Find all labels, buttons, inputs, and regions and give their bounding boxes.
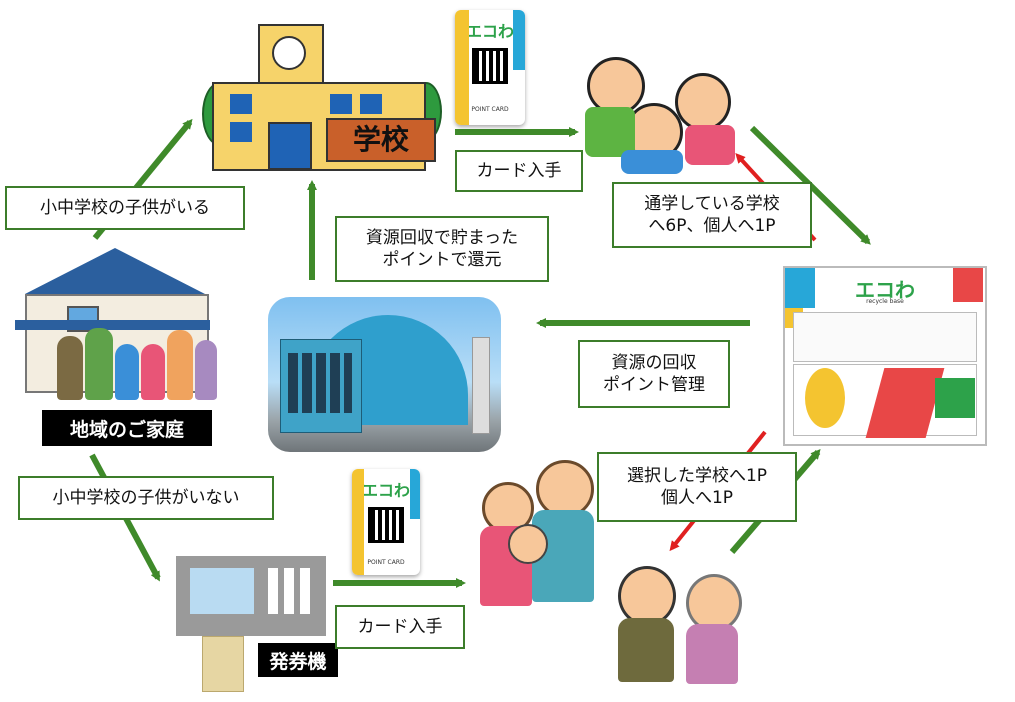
point-card-bottom: エコわ POINT CARD — [352, 469, 420, 575]
recycling-center-photo — [268, 297, 501, 452]
school-window — [330, 94, 352, 114]
school-points-text: 通学している学校 へ6P、個人へ1P — [644, 193, 780, 237]
ticket-slot — [202, 636, 244, 692]
elderly-illustration — [612, 560, 752, 700]
school-window — [360, 94, 382, 114]
return-points-text: 資源回収で貯まった ポイントで還元 — [366, 227, 518, 271]
label-school-points: 通学している学校 へ6P、個人へ1P — [612, 182, 812, 248]
machine-sub: recycle base — [855, 298, 915, 305]
school-illustration: 学校 — [200, 22, 440, 172]
school-sign: 学校 — [326, 118, 436, 162]
kids-illustration — [555, 45, 755, 175]
school-window — [230, 122, 252, 142]
label-resource-mgmt: 資源の回収 ポイント管理 — [578, 340, 730, 408]
building-windows — [288, 353, 352, 413]
label-no-kids: 小中学校の子供がいない — [18, 476, 274, 520]
school-window — [230, 94, 252, 114]
label-select-school: 選択した学校へ1P 個人へ1P — [597, 452, 797, 522]
house-eave — [15, 320, 210, 330]
family-member — [195, 340, 217, 400]
house-illustration — [15, 244, 210, 404]
point-card-top: エコわ POINT CARD — [455, 10, 525, 125]
label-card-get-bottom: カード入手 — [335, 605, 465, 649]
resource-mgmt-text: 資源の回収 ポイント管理 — [603, 352, 705, 396]
clock-icon — [272, 36, 306, 70]
select-school-text: 選択した学校へ1P 個人へ1P — [627, 465, 767, 509]
qr-code-icon — [368, 507, 404, 543]
keypad-icon — [268, 568, 312, 614]
grandpa-body — [618, 618, 674, 682]
kid-body — [621, 150, 683, 174]
family-member — [85, 328, 113, 400]
family-member — [57, 336, 83, 400]
house-roof — [25, 248, 205, 294]
baby-face — [508, 524, 548, 564]
sign-pole — [472, 337, 490, 434]
family-member — [167, 330, 193, 400]
school-door — [268, 122, 312, 170]
family-member — [115, 344, 139, 400]
kid-body — [685, 125, 735, 165]
kid-face — [675, 73, 731, 131]
collection-machine: エコわ recycle base — [783, 266, 987, 446]
label-home: 地域のご家庭 — [42, 410, 212, 446]
young-family-illustration — [470, 458, 610, 608]
grandpa-face — [618, 566, 676, 626]
family-member — [141, 344, 165, 400]
label-has-kids: 小中学校の子供がいる — [5, 186, 245, 230]
qr-code-icon — [472, 48, 508, 84]
machine-screen — [190, 568, 254, 614]
label-ticket-machine: 発券機 — [258, 643, 338, 677]
grandma-body — [686, 624, 738, 684]
label-return-points: 資源回収で貯まった ポイントで還元 — [335, 216, 549, 282]
